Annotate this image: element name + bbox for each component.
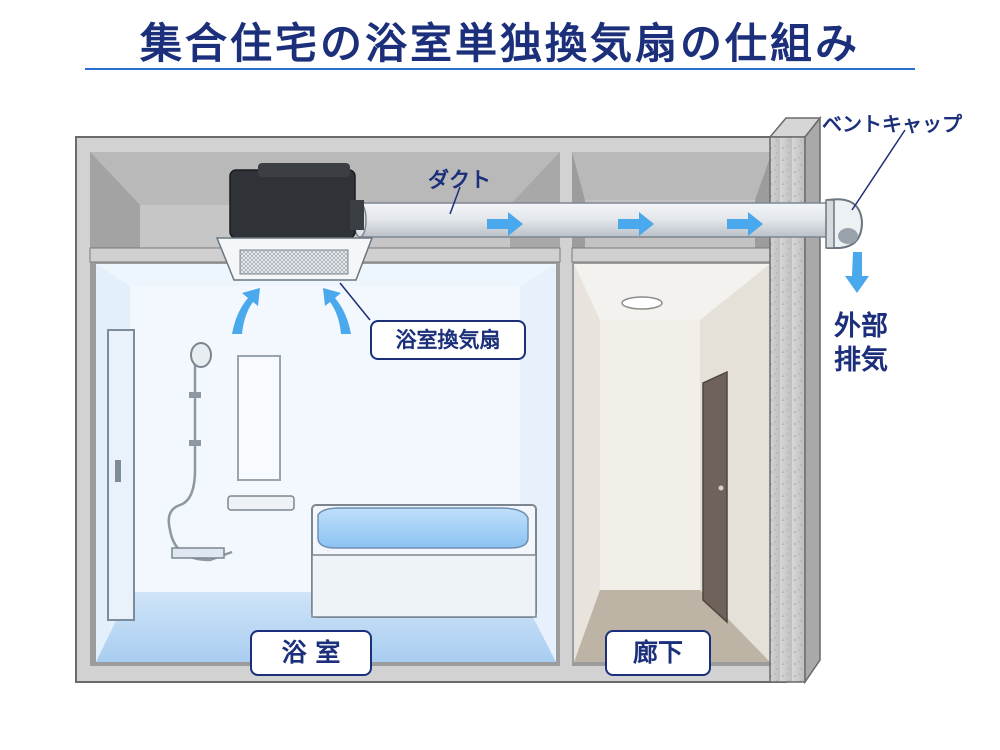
- page-title: 集合住宅の浴室単独換気扇の仕組み: [139, 19, 860, 68]
- fan-label: 浴室換気扇: [370, 320, 526, 360]
- airflow-arrow-up-left: [232, 288, 260, 334]
- title-underline: [85, 68, 915, 70]
- airflow-arrow-up-right: [323, 288, 351, 334]
- corridor-label: 廊下: [605, 630, 711, 676]
- exhaust-label: 外部 排気: [834, 311, 888, 376]
- duct-label: ダクト: [428, 168, 491, 192]
- bathroom-fan-unit: [215, 163, 374, 281]
- duct-pipe: [353, 202, 841, 238]
- bathroom-label: 浴 室: [250, 630, 372, 676]
- leader-lines: [339, 129, 906, 321]
- airflow-arrow-duct-1: [487, 212, 523, 236]
- airflow-arrow-exhaust-down: [845, 252, 869, 293]
- vent-cap-label: ベントキャップ: [822, 112, 962, 136]
- bathroom-interior: [96, 264, 556, 662]
- airflow-arrow-duct-3: [727, 212, 763, 236]
- corridor-interior: [574, 264, 770, 662]
- airflow-arrows: [232, 212, 869, 334]
- airflow-arrow-duct-2: [618, 212, 654, 236]
- vent-cap: [825, 198, 864, 249]
